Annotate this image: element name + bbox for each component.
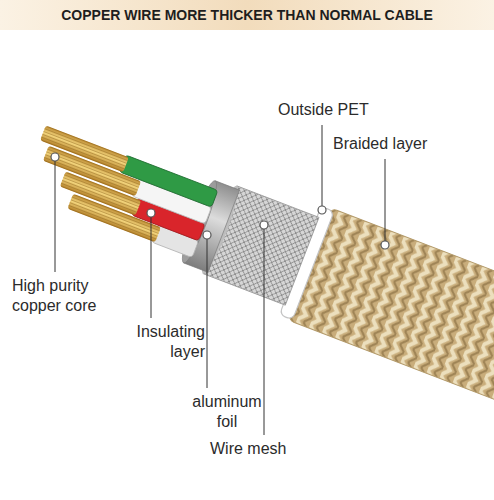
leader-lines: [55, 125, 385, 435]
part-label: Wire mesh: [210, 439, 330, 459]
wire-green: [40, 124, 218, 207]
insulation: [119, 155, 218, 207]
leader-line: [385, 159, 386, 241]
part-label: Insulating layer: [110, 322, 205, 362]
part-label: aluminum foil: [184, 392, 270, 432]
leader-dots: [51, 153, 389, 249]
part-label: Braided layer: [333, 134, 483, 154]
copper-core: [40, 125, 129, 172]
leader-dot: [381, 241, 389, 249]
leader-line: [55, 161, 56, 272]
title-text: COPPER WIRE MORE THICKER THAN NORMAL CAB…: [0, 0, 494, 30]
leader-dot: [203, 231, 211, 239]
leader-line: [151, 217, 152, 318]
part-label: Outside PET: [278, 100, 428, 120]
leader-dot: [260, 221, 268, 229]
cable-body: [12, 102, 494, 471]
leader-line: [207, 239, 208, 388]
leader-dot: [51, 153, 59, 161]
part-label: High purity copper core: [12, 276, 127, 316]
leader-line: [264, 229, 265, 435]
leader-dot: [318, 206, 326, 214]
leader-line: [322, 125, 323, 206]
leader-dot: [147, 209, 155, 217]
copper-strands: [40, 125, 129, 172]
